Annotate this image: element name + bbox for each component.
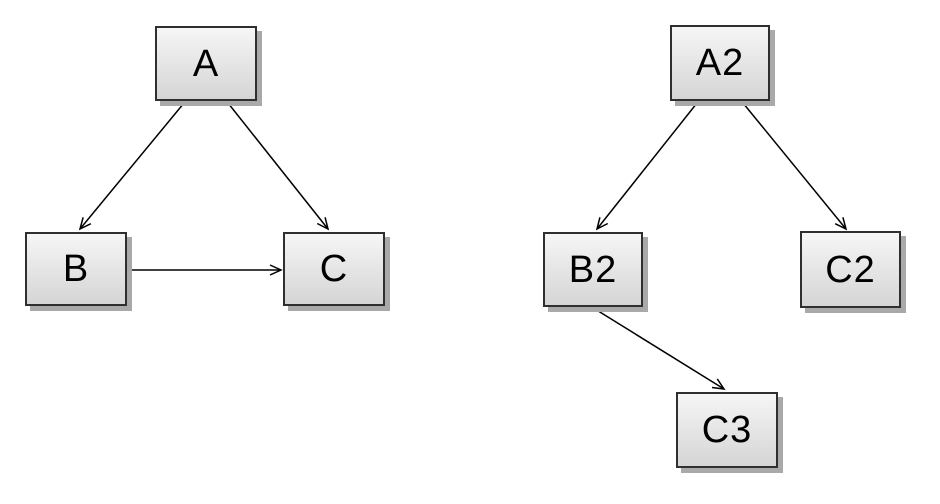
- node-c[interactable]: C: [283, 232, 385, 306]
- edge-a2-b2: [595, 102, 698, 231]
- edge-a-c: [227, 102, 330, 231]
- node-c3-label: C3: [701, 409, 753, 451]
- node-a2-label: A2: [695, 42, 745, 84]
- node-c2-label: C2: [825, 248, 876, 291]
- node-c3[interactable]: C3: [676, 392, 778, 468]
- node-a[interactable]: A: [155, 26, 257, 101]
- node-b2-label: B2: [568, 248, 618, 291]
- node-b-label: B: [62, 248, 90, 290]
- edge-b2-c3: [594, 308, 726, 390]
- node-c2[interactable]: C2: [800, 231, 901, 308]
- node-c-label: C: [319, 248, 349, 290]
- node-b[interactable]: B: [25, 232, 127, 306]
- node-b2[interactable]: B2: [543, 232, 643, 307]
- node-a2[interactable]: A2: [670, 25, 770, 101]
- edge-a-b: [78, 102, 185, 231]
- edge-a2-c2: [742, 102, 848, 231]
- node-a-label: A: [192, 42, 220, 85]
